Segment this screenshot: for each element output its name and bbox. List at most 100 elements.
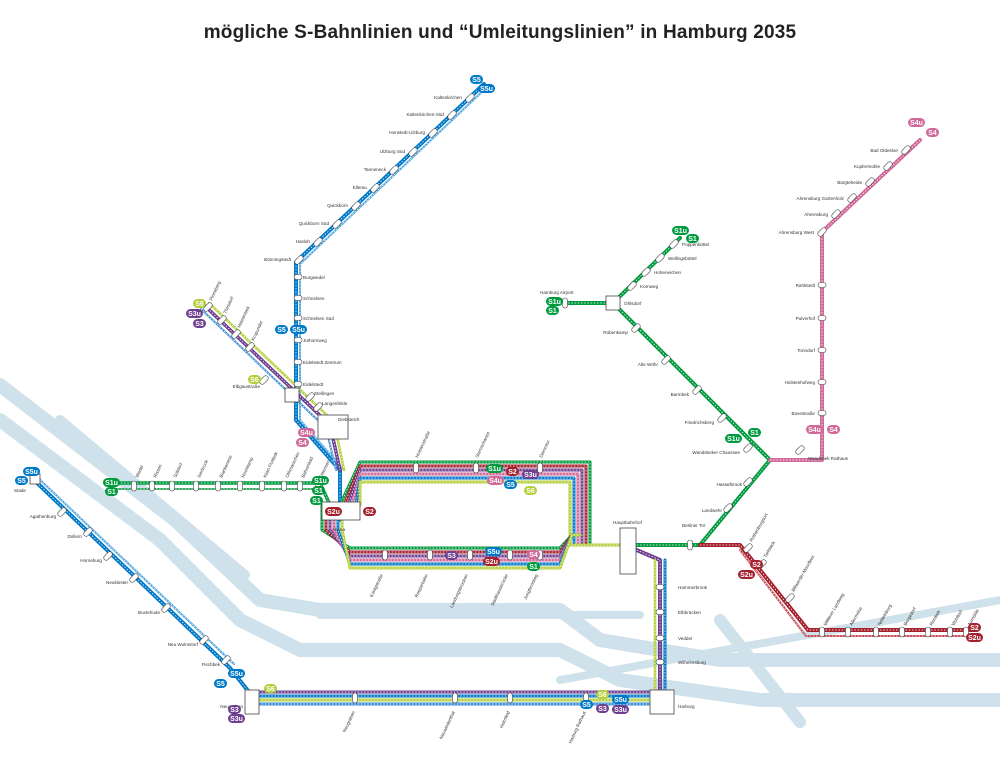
badge-S1u [312, 476, 329, 485]
page-title: mögliche S-Bahnlinien und “Umleitungslin… [203, 22, 797, 43]
badge-S2u-text: S2u [740, 572, 753, 579]
station-label-othmarschen: Othmarschen [284, 451, 300, 479]
badge-S4-text: S4 [529, 552, 538, 559]
station-label-ahrensburg_gartenholz: Ahrensburg Gartenholz [797, 196, 845, 201]
badge-S2-text: S2 [970, 625, 979, 632]
badge-S2-text: S2 [752, 562, 761, 569]
station-bargteheide [865, 177, 875, 187]
badge-S1-text: S1 [312, 498, 321, 505]
station-suelldorf [169, 480, 175, 492]
badge-S3 [193, 319, 206, 328]
badge-S6-text: S6 [526, 488, 535, 495]
badge-S3u-text: S3u [524, 472, 537, 479]
station-kornweg [627, 281, 637, 291]
badge-S6-text: S6 [195, 301, 204, 308]
track-s4-ahrensburg-dash [770, 139, 921, 461]
badge-S5 [504, 480, 517, 489]
track-s2-bergedorf-dash [700, 544, 975, 631]
badge-S1-text: S1 [529, 564, 538, 571]
badge-S2u-text: S2u [968, 635, 981, 642]
station-heimfeld [507, 692, 513, 704]
badge-S3u-text: S3u [230, 716, 243, 723]
water-channel [714, 614, 806, 728]
station-label-neukloster: Neukloster [106, 580, 128, 585]
station-label-hamburg_airport: Hamburg Airport [540, 290, 574, 295]
station-eidelstedt-pinneberg [284, 387, 300, 403]
station-rissen [149, 480, 155, 492]
station-fischbek [221, 655, 231, 665]
station-label-hoheneichen: Hoheneichen [654, 270, 682, 275]
badge-S4 [827, 425, 840, 434]
badge-S1u [725, 434, 742, 443]
track-s1-ohlsdorf [611, 301, 772, 547]
station-label-wandsbek_rathaus: Wandsbek Rathaus [808, 456, 849, 461]
station-label-quickborn_sued: Quickborn Süd [299, 221, 330, 226]
station-wellingsbuettel [655, 253, 665, 263]
station-label-schnelsen_sued: Schnelsen Süd [303, 316, 334, 321]
badge-S5 [275, 325, 288, 334]
station-dollern [83, 527, 93, 537]
station-sternschanze [473, 462, 479, 474]
station-label-berliner_tor: Berliner Tor [682, 523, 706, 528]
station-label-tonndorf: Tonndorf [797, 348, 816, 353]
badge-S6 [264, 684, 277, 693]
station-juetlingsweg [293, 337, 303, 343]
badge-S6 [248, 375, 261, 384]
badge-S5u-text: S5u [25, 469, 38, 476]
station-ulzburg_sued [408, 147, 418, 157]
station-label-ohlsdorf: Ohlsdorf [624, 301, 642, 306]
badge-S1-text: S1 [107, 489, 116, 496]
badge-S2u-text: S2u [327, 509, 340, 516]
badge-S6-text: S6 [598, 692, 607, 699]
track-s5u-stade-dash [35, 475, 235, 665]
station-wandsbek-rathaus [795, 445, 805, 455]
badge-S5 [214, 679, 227, 688]
badge-S6-text: S6 [250, 377, 259, 384]
station-label-wellingsbuettel: Wellingsbüttel [668, 256, 697, 261]
badge-S4u [908, 118, 925, 127]
badge-S6 [596, 690, 609, 699]
station-alte_woehr [661, 355, 671, 365]
station-blankenese [215, 480, 221, 492]
badge-S3 [228, 705, 241, 714]
station-bovestrasse [817, 410, 827, 416]
badge-S5 [15, 476, 28, 485]
badge-S5 [470, 75, 483, 84]
badge-S5u-text: S5u [230, 671, 243, 678]
station-kupfermuehle [883, 161, 893, 171]
station-kaltenkirchen_sued [447, 110, 457, 120]
station-label-pulverhof: Pulverhof [796, 316, 816, 321]
badge-S1 [748, 428, 761, 437]
station-veddel [655, 635, 665, 641]
badge-S1u-text: S1u [488, 466, 501, 473]
badge-S4-text: S4 [829, 427, 838, 434]
badge-S3u-text: S3u [188, 311, 201, 318]
station-hamburg-airport [562, 297, 568, 309]
track-s5-pinneberg-dash [200, 308, 337, 471]
station-label-boenningstedt: Bönningstedt [264, 257, 292, 262]
station-tonndorf [817, 347, 827, 353]
station-label-ahrensburg_west: Ahrensburg West [779, 230, 815, 235]
station-nettelnburg [873, 626, 879, 638]
track-s5u-north [299, 87, 487, 471]
station-label-ulzburg_sued: Ulzburg Süd [380, 149, 406, 154]
station-label-neu_wulmstorf: Neu Wulmstorf [168, 642, 199, 647]
station-ahrensburg [831, 209, 841, 219]
badge-S4-text: S4 [928, 130, 937, 137]
badge-S1u [486, 464, 503, 473]
station-label-bargteheide: Bargteheide [837, 180, 862, 185]
badge-S1u [672, 226, 689, 235]
station-label-krupunder: Krupunder [250, 319, 264, 341]
badge-S1u [546, 297, 563, 306]
station-label-tanneneck: Tanneneck [364, 167, 387, 172]
station-label-hasloh: Hasloh [296, 239, 311, 244]
badge-S3-text: S3 [230, 707, 239, 714]
station-label-tiefstack: Tiefstack [763, 540, 777, 559]
station-label-jungfernstieg: Jungfernstieg [523, 573, 539, 601]
badge-S4u [806, 425, 823, 434]
station-label-veddel: Veddel [678, 636, 692, 641]
station-hochkamp [237, 480, 243, 492]
badge-S5-text: S5 [506, 482, 515, 489]
station-krupunder [245, 342, 255, 352]
